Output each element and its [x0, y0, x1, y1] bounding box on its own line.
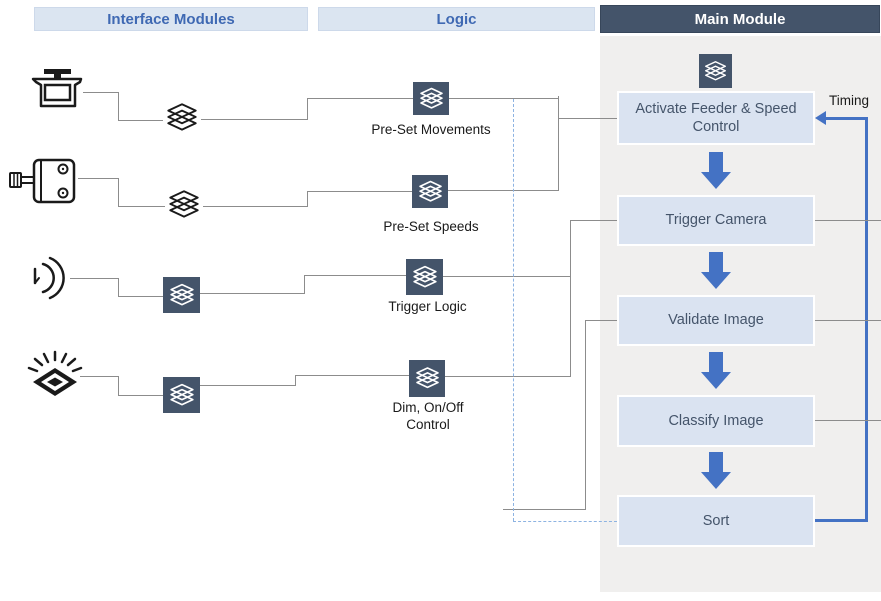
- connector-line: [304, 275, 305, 294]
- connector-line: [78, 178, 118, 179]
- connector-line: [118, 376, 119, 395]
- layers-icon-filled: [412, 175, 448, 208]
- dashed-timing-line-vertical: [513, 99, 514, 521]
- connector-line: [558, 96, 559, 191]
- connector-line: [201, 119, 307, 120]
- connector-line: [200, 293, 304, 294]
- timing-line-top: [824, 117, 866, 120]
- feeder-machine-icon: [31, 69, 83, 108]
- connector-line: [815, 420, 881, 421]
- flow-arrow-down: [709, 252, 723, 273]
- header-main-module: Main Module: [600, 5, 880, 33]
- step-activate-feeder: Activate Feeder & Speed Control: [617, 91, 815, 145]
- flow-arrow-down: [709, 352, 723, 373]
- logic-label-trigger-logic: Trigger Logic: [388, 299, 467, 314]
- connector-line: [118, 120, 163, 121]
- step-validate-image: Validate Image: [617, 295, 815, 346]
- connector-line: [118, 92, 119, 120]
- step-sort: Sort: [617, 495, 815, 547]
- connector-line: [585, 320, 586, 510]
- layers-icon-outline: [169, 190, 199, 218]
- connector-line: [307, 191, 308, 207]
- dashed-timing-line-horizontal: [513, 521, 617, 522]
- connector-line: [203, 206, 307, 207]
- layers-icon-filled: [699, 54, 732, 88]
- step-classify-image: Classify Image: [617, 395, 815, 447]
- light-source-icon: [27, 350, 83, 396]
- connector-line: [443, 276, 570, 277]
- connector-line: [80, 376, 118, 377]
- layers-icon-filled: [409, 360, 445, 397]
- layers-icon-filled: [163, 377, 200, 413]
- connector-line: [307, 191, 412, 192]
- connector-line: [445, 376, 570, 377]
- connector-line: [118, 178, 119, 206]
- connector-line: [570, 220, 571, 377]
- logic-label-preset-movements: Pre-Set Movements: [371, 122, 491, 137]
- layers-icon-filled: [163, 277, 200, 313]
- connector-line: [83, 92, 118, 93]
- flow-arrow-down: [709, 152, 723, 173]
- connector-line: [307, 98, 308, 120]
- connector-line: [118, 278, 119, 296]
- logic-label-dim-onoff-control: Dim, On/Off Control: [392, 400, 464, 432]
- flow-arrow-down: [709, 452, 723, 473]
- connector-line: [585, 320, 617, 321]
- connector-line: [304, 275, 406, 276]
- timing-arrowhead-icon: [815, 111, 826, 125]
- connector-line: [448, 190, 558, 191]
- step-trigger-camera: Trigger Camera: [617, 195, 815, 246]
- connector-line: [295, 375, 296, 386]
- connector-line: [815, 220, 881, 221]
- timing-label: Timing: [828, 93, 869, 108]
- logic-label-preset-speeds: Pre-Set Speeds: [383, 219, 479, 234]
- stepper-motor-icon: [9, 158, 76, 204]
- connector-line: [118, 296, 163, 297]
- connector-line: [118, 206, 165, 207]
- layers-icon-filled: [406, 259, 443, 295]
- header-logic: Logic: [318, 7, 595, 31]
- layers-icon-filled: [413, 82, 449, 115]
- flow-arrow-down-head: [701, 172, 731, 189]
- header-interface-modules: Interface Modules: [34, 7, 308, 31]
- connector-line: [200, 385, 295, 386]
- flow-arrow-down-head: [701, 472, 731, 489]
- proximity-sensor-icon: [33, 256, 65, 300]
- connector-line: [118, 395, 163, 396]
- flow-arrow-down-head: [701, 372, 731, 389]
- connector-line: [295, 375, 409, 376]
- connector-line: [503, 509, 585, 510]
- connector-line: [570, 220, 617, 221]
- connector-line: [558, 118, 617, 119]
- connector-line: [815, 320, 881, 321]
- connector-line: [70, 278, 118, 279]
- connector-line: [307, 98, 413, 99]
- timing-line-bottom: [815, 519, 868, 522]
- timing-line-vertical: [865, 117, 868, 522]
- layers-icon-outline: [167, 103, 197, 131]
- flow-arrow-down-head: [701, 272, 731, 289]
- connector-line: [449, 98, 558, 99]
